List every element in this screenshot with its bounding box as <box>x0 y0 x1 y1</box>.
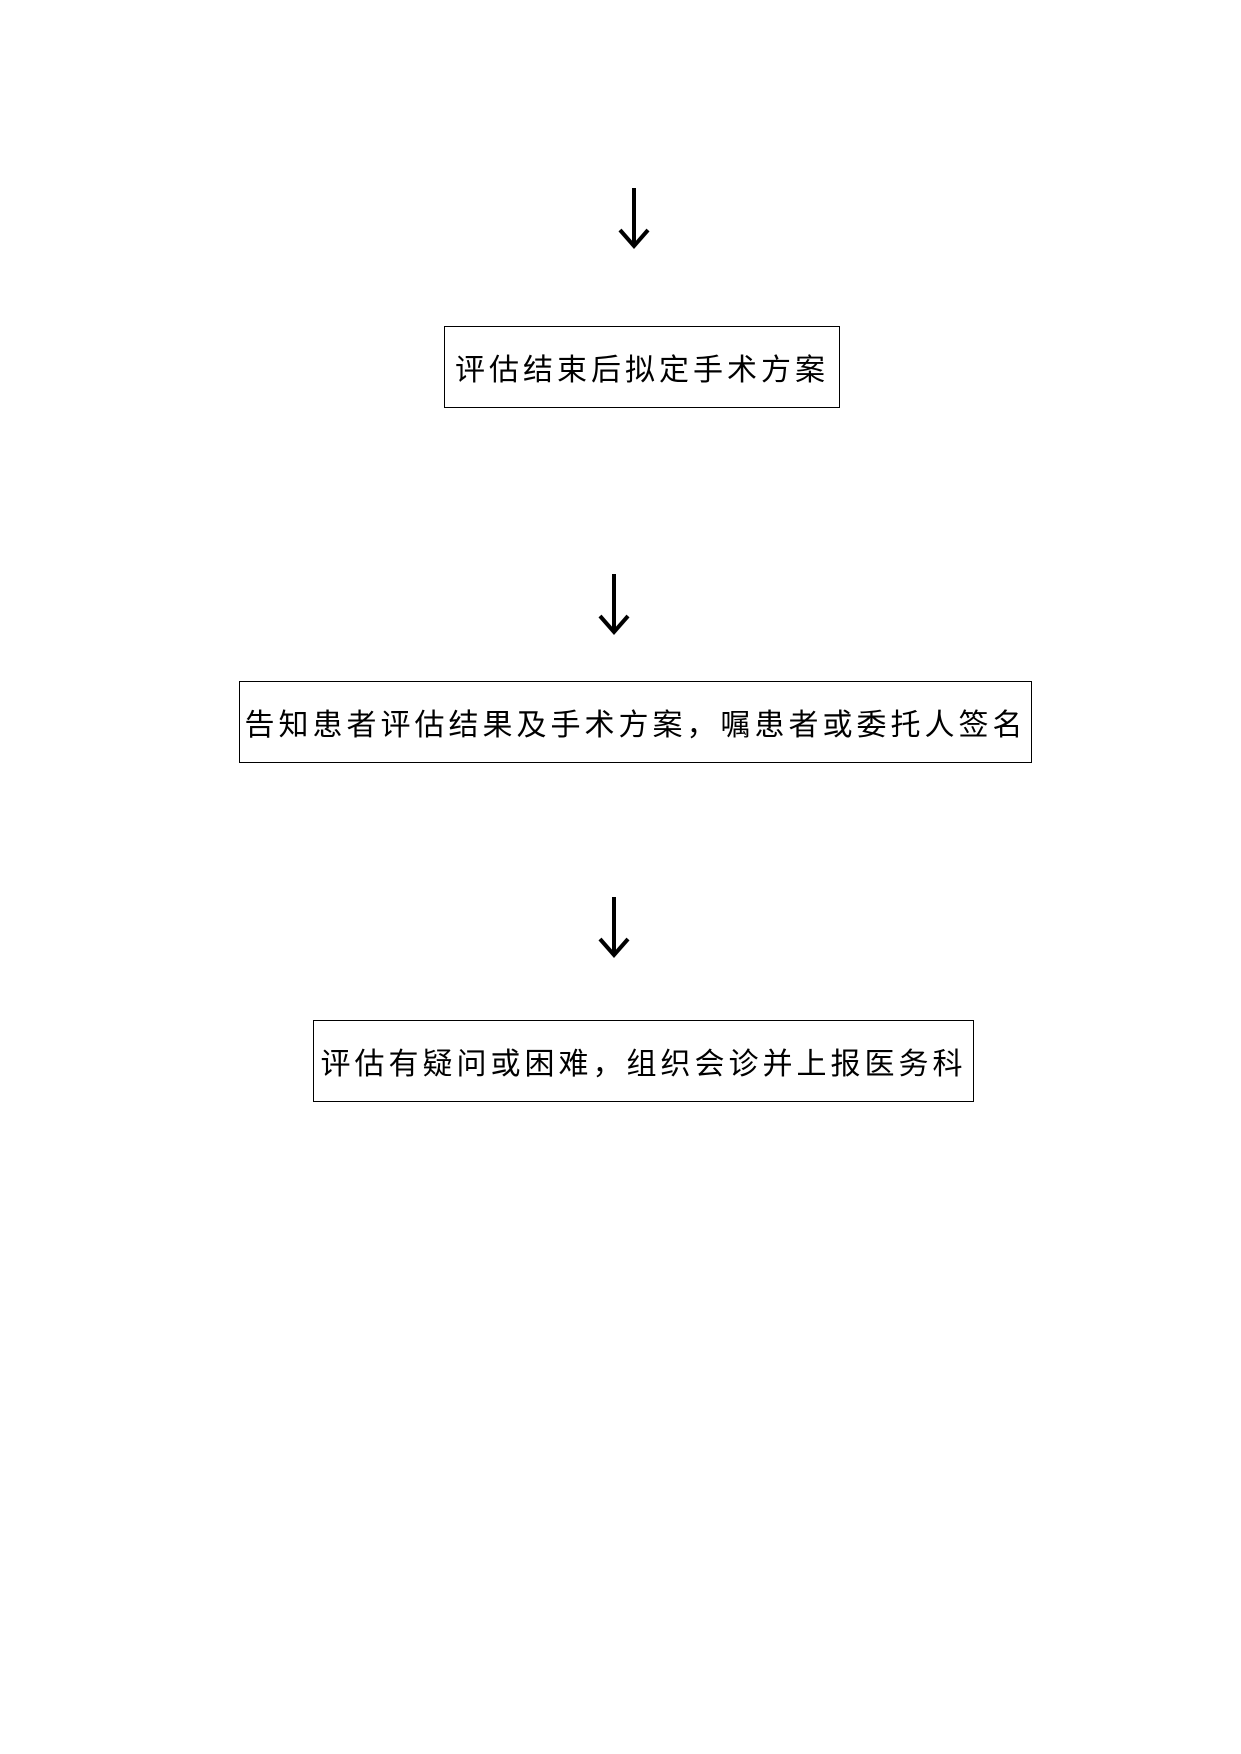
flowchart-step-label: 评估结束后拟定手术方案 <box>455 353 829 388</box>
arrow-down-icon <box>594 572 634 636</box>
flowchart-step-2: 告知患者评估结果及手术方案，嘱患者或委托人签名 <box>239 681 1032 763</box>
flowchart-step-3: 评估有疑问或困难，组织会诊并上报医务科 <box>313 1020 974 1102</box>
flowchart-step-label: 评估有疑问或困难，组织会诊并上报医务科 <box>320 1047 967 1082</box>
arrow-down-icon <box>594 895 634 959</box>
flowchart-step-label: 告知患者评估结果及手术方案，嘱患者或委托人签名 <box>244 708 1027 743</box>
arrow-down-icon <box>614 186 654 250</box>
flowchart-step-1: 评估结束后拟定手术方案 <box>444 326 840 408</box>
